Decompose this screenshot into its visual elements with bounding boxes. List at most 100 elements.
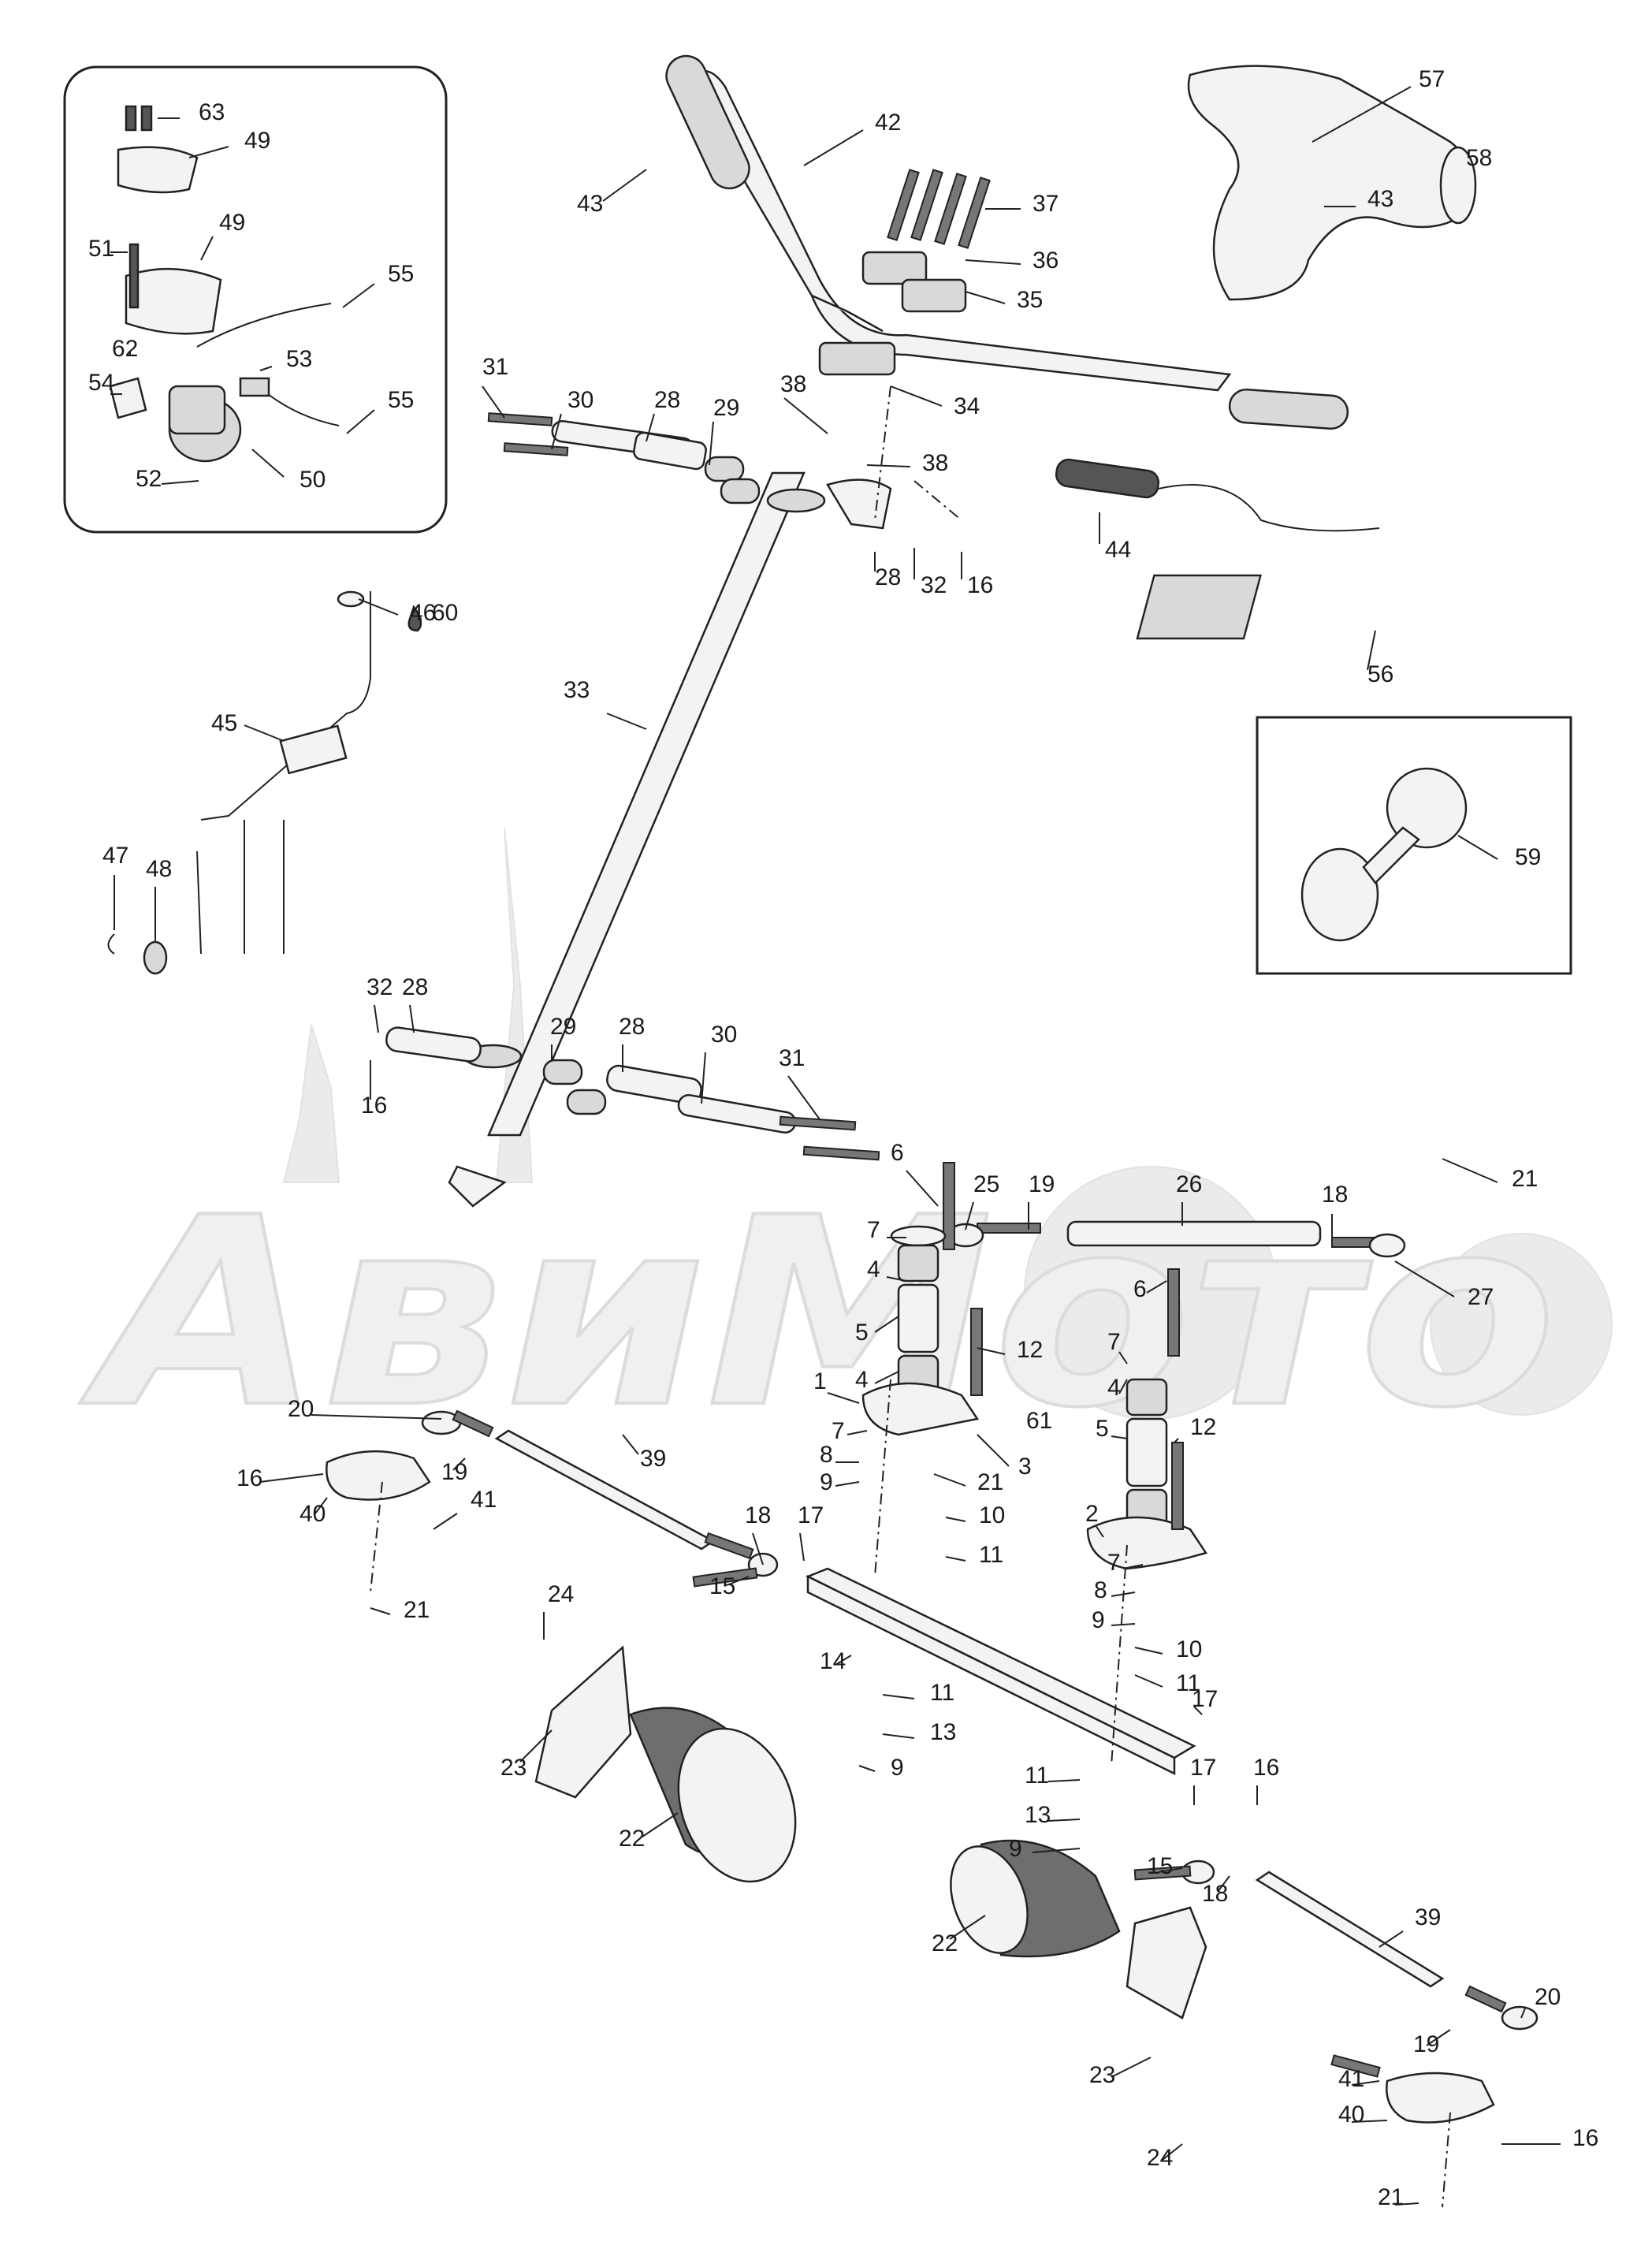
callout-leader-line	[358, 598, 399, 616]
callout-number: 27	[1468, 1284, 1494, 1310]
callout-leader-line	[965, 1201, 974, 1230]
callout-number: 6	[1133, 1276, 1147, 1302]
callout-leader-line	[701, 1052, 706, 1104]
callout-leader-line	[1351, 2120, 1388, 2123]
bolts-37	[887, 169, 991, 249]
callout-number: 21	[977, 1469, 1003, 1495]
callout-leader-line	[945, 1556, 966, 1562]
callout-leader-line	[370, 1607, 391, 1615]
tie-rod-upper	[947, 1220, 1406, 1258]
callout-number: 12	[1190, 1414, 1216, 1440]
callout-leader-line	[709, 421, 714, 466]
callout-number: 58	[1466, 145, 1492, 171]
callout-number: 10	[979, 1502, 1005, 1528]
callout-leader-line	[244, 724, 285, 742]
callout-number: 29	[550, 1014, 576, 1040]
callout-leader-line	[1047, 1819, 1081, 1822]
grip-cover	[1187, 65, 1472, 301]
clamp-35b	[901, 278, 967, 313]
callout-number: 59	[1515, 844, 1541, 870]
callout-leader-line	[251, 449, 285, 478]
inset-ignition-box	[63, 65, 448, 534]
callout-number: 9	[1009, 1836, 1022, 1862]
callout-leader-line	[1457, 835, 1498, 860]
callout-leader-line	[259, 1473, 324, 1483]
callout-leader-line	[482, 385, 505, 419]
callout-leader-line	[1367, 630, 1376, 671]
callout-number: 44	[1105, 537, 1131, 563]
callout-number: 26	[1176, 1171, 1202, 1197]
callout-number: 30	[567, 387, 593, 413]
watermark-text: АвиМото	[76, 1162, 1557, 1465]
callout-number: 4	[855, 1367, 869, 1393]
callout-leader-line	[949, 1915, 986, 1940]
callout-number: 57	[1419, 66, 1445, 92]
callout-number: 8	[1094, 1577, 1107, 1603]
choke-cable	[107, 590, 422, 975]
callout-number: 10	[1176, 1636, 1202, 1662]
callout-leader-line	[886, 1276, 907, 1282]
callout-number: 7	[1107, 1329, 1121, 1355]
callout-leader-line	[259, 366, 273, 371]
callout-number: 15	[709, 1573, 735, 1599]
callout-leader-line	[890, 385, 943, 407]
pitman-arms	[861, 1162, 1207, 1570]
callout-number: 41	[1338, 2066, 1364, 2092]
callout-number: 24	[1147, 2145, 1173, 2171]
callout-number: 14	[820, 1648, 846, 1674]
callout-leader-line	[1394, 2202, 1419, 2206]
callout-number: 19	[1029, 1171, 1055, 1197]
upper-linkage	[487, 412, 892, 530]
callout-number: 32	[921, 572, 947, 598]
handlebar	[692, 69, 1232, 392]
callout-leader-line	[965, 259, 1021, 265]
callout-leader-line	[977, 1347, 1006, 1355]
callout-number: 28	[619, 1014, 645, 1040]
callout-number: 15	[1147, 1853, 1173, 1879]
callout-leader-line	[346, 409, 375, 434]
callout-leader-line	[1118, 1379, 1128, 1394]
callout-leader-line	[827, 1392, 860, 1404]
callout-number: 11	[979, 1542, 1003, 1568]
callout-leader-line	[519, 1729, 553, 1763]
callout-number: 9	[820, 1469, 833, 1495]
callout-number: 42	[875, 110, 901, 136]
callout-number: 41	[471, 1487, 497, 1513]
watermark: АвиМото	[74, 827, 1613, 1466]
callout-leader-line	[314, 1497, 328, 1514]
callout-leader-line	[161, 480, 199, 485]
callout-number: 51	[88, 236, 114, 262]
callout-leader-line	[1111, 1623, 1136, 1626]
callout-number: 29	[713, 395, 739, 421]
callout-number: 50	[300, 467, 326, 493]
callout-leader-line	[1217, 1875, 1230, 1893]
callout-number: 2	[1085, 1501, 1099, 1527]
callout-leader-line	[846, 1430, 868, 1435]
callout-number: 37	[1032, 191, 1059, 217]
callout-number: 28	[654, 387, 680, 413]
callout-number: 32	[366, 974, 393, 1000]
callout-leader-line	[787, 1075, 820, 1120]
callout-number: 24	[548, 1581, 574, 1607]
callout-number: 4	[867, 1256, 880, 1282]
callout-number: 47	[102, 843, 128, 869]
callout-number: 40	[1338, 2102, 1364, 2128]
inset-horn-box	[1256, 716, 1572, 975]
callout-number: 11	[930, 1680, 954, 1706]
callout-number: 46	[410, 600, 436, 626]
callout-number: 60	[432, 600, 458, 626]
callout-number: 39	[1415, 1904, 1441, 1930]
callout-leader-line	[311, 1414, 442, 1420]
callout-leader-line	[602, 169, 647, 202]
callout-number: 7	[867, 1217, 880, 1243]
callout-number: 30	[711, 1022, 737, 1048]
lower-linkage	[385, 1026, 880, 1208]
boot-right	[950, 1839, 1207, 2020]
callout-leader-line	[728, 1576, 750, 1585]
callout-number: 45	[211, 710, 237, 736]
callout-number: 1	[813, 1368, 827, 1394]
callout-number: 49	[244, 128, 270, 154]
callout-leader-line	[835, 1655, 852, 1666]
callout-number: 18	[1202, 1881, 1228, 1907]
